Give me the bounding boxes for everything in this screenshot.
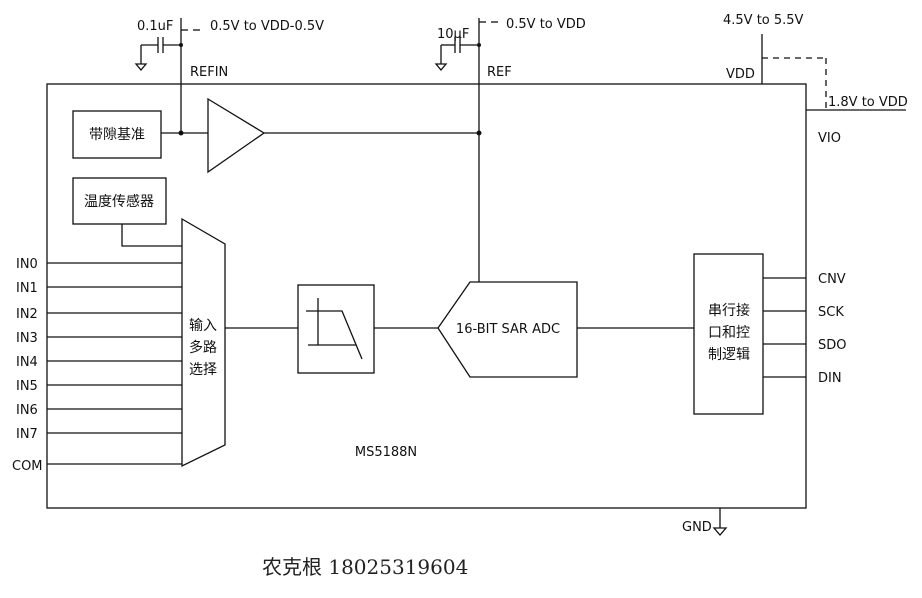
input-lines [47,262,182,465]
bandgap-block [72,110,162,159]
input-mux [181,217,226,468]
vdd-vio-supply [761,34,906,111]
serial-pin-sdo: SDO [818,338,847,353]
gnd-pin: GND [682,520,712,535]
chip-outline [46,83,807,509]
sar-adc-block [437,281,578,378]
adc-label: 16-BIT SAR ADC [456,322,560,337]
serial-lines [763,277,806,378]
ground-icon [712,527,728,536]
input-pin-in2: IN2 [16,307,38,322]
gnd-symbol [712,508,728,536]
refin-range-label: 0.5V to VDD-0.5V [210,19,324,34]
vdd-range-label: 4.5V to 5.5V [723,13,804,28]
footer-contact: 农克根 18025319604 [262,555,468,579]
bandgap-label: 带隙基准 [89,126,145,143]
input-pin-in1: IN1 [16,281,38,296]
mux-label-line3: 选择 [189,362,217,378]
input-pin-in0: IN0 [16,257,38,272]
ground-icon [434,63,448,72]
reference-buffer [207,97,266,174]
ground-icon [134,63,148,72]
filter-block [297,284,375,374]
input-pin-in4: IN4 [16,355,38,370]
input-pin-in3: IN3 [16,331,38,346]
vdd-pin: VDD [726,67,755,82]
vio-range-label: 1.8V to VDD [828,95,908,110]
serial-pin-din: DIN [818,371,842,386]
ref-range-label: 0.5V to VDD [506,17,586,32]
temp-sensor-block [72,177,167,225]
serial-logic-block [693,253,764,415]
ref-cap-label: 10µF [437,27,469,42]
ref-pin: REF [487,65,512,80]
temp-sensor-label: 温度传感器 [84,193,154,210]
chip-name: MS5188N [355,445,417,460]
mux-label-line1: 输入 [189,318,217,334]
refin-cap-label: 0.1uF [137,19,173,34]
input-pin-com: COM [12,459,43,474]
serial-pin-cnv: CNV [818,272,846,287]
ref-supply [434,18,498,282]
serial-logic-line3: 制逻辑 [708,347,750,363]
serial-logic-line2: 口和控 [708,325,750,341]
input-pin-in5: IN5 [16,379,38,394]
input-pin-in7: IN7 [16,427,38,442]
serial-pin-sck: SCK [818,305,844,320]
lowpass-filter-icon [306,298,363,360]
vio-pin: VIO [818,131,841,146]
serial-logic-line1: 串行接 [708,302,750,319]
refin-pin: REFIN [190,65,228,80]
refin-supply [134,18,200,136]
mux-label-line2: 多路 [189,339,217,356]
input-pin-in6: IN6 [16,403,38,418]
